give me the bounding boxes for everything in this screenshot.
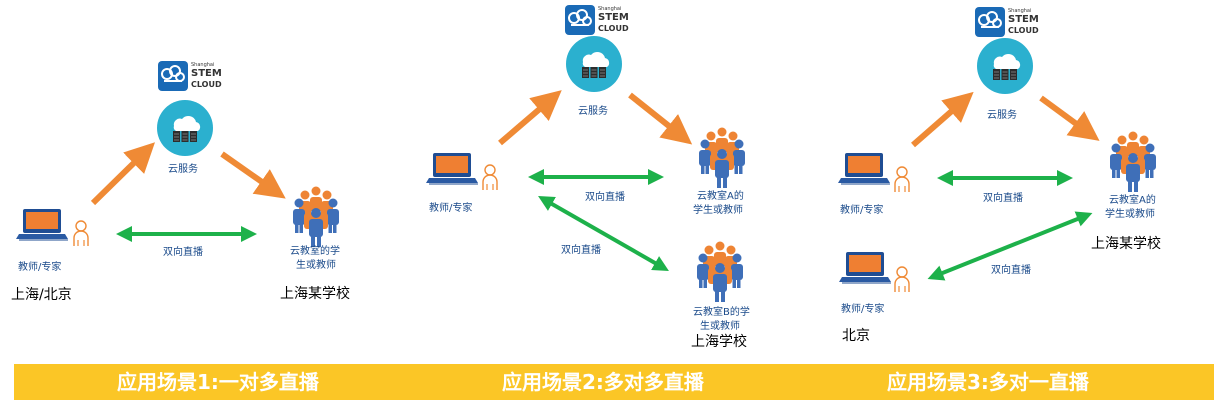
s3-cloud-label: 云服务	[987, 110, 1017, 121]
logo-line2: CLOUD	[191, 80, 222, 89]
s1-teacher-person-icon	[73, 220, 89, 247]
s2-title: 应用场景2:多对多直播	[502, 370, 704, 394]
s1-classroom-label-line2: 生或教师	[296, 260, 336, 271]
s1-cloud-server-icon	[156, 99, 214, 157]
s3-teacher2-laptop-icon	[838, 251, 892, 284]
s2-cloud-server-icon	[565, 35, 623, 93]
logo-line1: STEM	[1008, 14, 1039, 25]
s2-classroom-b-line1: 云教室B的学	[693, 307, 750, 318]
s2-classroom-b-line2: 生或教师	[700, 321, 740, 332]
s2-cloud-label: 云服务	[578, 106, 608, 117]
logo-line2: CLOUD	[1008, 26, 1039, 35]
s3-teacher1-laptop-icon	[837, 152, 891, 185]
s3-cloud-server-icon	[976, 37, 1034, 95]
s2-teacher-person-icon	[482, 164, 498, 191]
s1-classroom-people-icon	[293, 186, 339, 247]
s3-teacher1-label: 教师/专家	[840, 205, 884, 216]
s1-teacher-label: 教师/专家	[18, 262, 62, 273]
s3-classroom-line1: 云教室A的	[1109, 195, 1156, 206]
s3-arrow-cloud-to-classroom	[1039, 95, 1100, 141]
s2-classroom-b-people-icon	[697, 241, 743, 302]
logo-line1: STEM	[191, 68, 222, 79]
s3-classroom-line2: 学生或教师	[1105, 209, 1155, 220]
scenario-banner	[14, 364, 1214, 400]
s1-stem-cloud-logo: Shanghai STEM CLOUD	[158, 61, 222, 95]
s1-teacher-laptop-icon	[15, 208, 69, 241]
s3-teacher2-person-icon	[894, 266, 910, 293]
s3-classroom-people-icon	[1110, 131, 1156, 192]
s3-location-label: 北京	[842, 328, 870, 344]
s1-title: 应用场景1:一对多直播	[117, 370, 319, 394]
s3-live-arrow-2	[927, 211, 1093, 281]
s3-title: 应用场景3:多对一直播	[887, 370, 1089, 394]
logo-small-text: Shanghai	[191, 62, 215, 68]
s3-teacher2-label: 教师/专家	[841, 304, 885, 315]
s3-school-label: 上海某学校	[1091, 236, 1161, 252]
s1-classroom-label-line1: 云教室的学	[290, 246, 340, 257]
s2-teacher-label: 教师/专家	[429, 203, 473, 214]
s1-arrow-teacher-to-cloud	[90, 142, 155, 206]
s2-live-label-a: 双向直播	[585, 192, 625, 203]
s1-teacher-location: 上海/北京	[11, 287, 72, 303]
s2-school-label: 上海学校	[691, 334, 747, 350]
stem-cloud-logo-mark-icon	[565, 5, 595, 35]
s3-stem-cloud-logo: Shanghai STEM CLOUD	[975, 7, 1039, 41]
s3-live-label-1: 双向直播	[983, 193, 1023, 204]
logo-small-text: Shanghai	[598, 6, 622, 12]
stem-cloud-logo-mark-icon	[975, 7, 1005, 37]
s2-live-label-b: 双向直播	[561, 245, 601, 256]
s2-classroom-a-people-icon	[699, 127, 745, 188]
s2-live-arrow-b	[538, 196, 669, 271]
s2-arrow-cloud-to-classroom	[628, 92, 693, 145]
s1-cloud-label: 云服务	[168, 164, 198, 175]
s2-classroom-a-line2: 学生或教师	[693, 205, 743, 216]
logo-line2: CLOUD	[598, 24, 629, 33]
s2-stem-cloud-logo: Shanghai STEM CLOUD	[565, 5, 629, 39]
logo-small-text: Shanghai	[1008, 8, 1032, 14]
s1-arrow-cloud-to-classroom	[220, 151, 286, 199]
s3-teacher1-person-icon	[894, 166, 910, 193]
s2-teacher-laptop-icon	[425, 152, 479, 185]
stem-cloud-logo-mark-icon	[158, 61, 188, 91]
s2-classroom-a-line1: 云教室A的	[697, 191, 744, 202]
s2-arrow-teacher-to-cloud	[498, 90, 562, 146]
logo-line1: STEM	[598, 12, 629, 23]
s3-arrow-teacher-to-cloud	[911, 91, 974, 148]
s3-live-label-2: 双向直播	[991, 265, 1031, 276]
s1-school-label: 上海某学校	[280, 286, 350, 302]
s1-live-label: 双向直播	[163, 247, 203, 258]
